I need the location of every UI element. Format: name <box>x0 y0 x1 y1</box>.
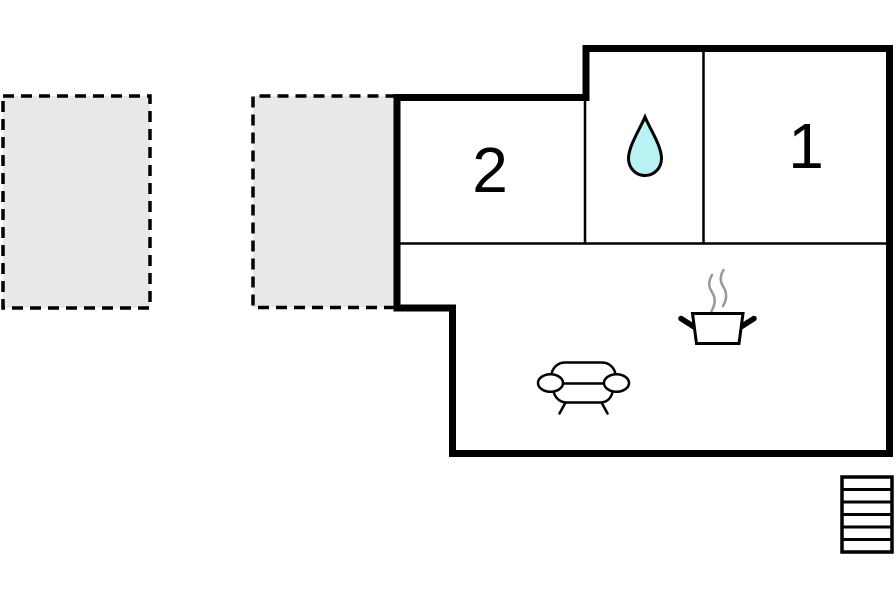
sofa-leg-right <box>600 401 609 415</box>
pot-body <box>690 312 745 345</box>
sofa-seat <box>551 383 615 404</box>
water-drop-icon <box>626 113 664 178</box>
pot-handle-right <box>738 315 757 330</box>
cooking-pot-icon <box>678 268 757 345</box>
steam-icon <box>719 268 728 308</box>
terrace-right-fill <box>253 96 397 308</box>
sofa-leg-left <box>558 401 567 415</box>
room-label-1: 1 <box>788 110 824 182</box>
sofa-icon <box>536 361 631 415</box>
stairs-icon <box>840 475 894 554</box>
sofa-armrest-right <box>602 373 631 393</box>
building-outline <box>393 45 893 457</box>
sofa-armrest-left <box>536 373 565 393</box>
terrace-left <box>1 94 152 310</box>
steam-icon <box>708 273 716 313</box>
pot-handle-left <box>678 315 697 330</box>
room-label-2: 2 <box>472 134 508 206</box>
